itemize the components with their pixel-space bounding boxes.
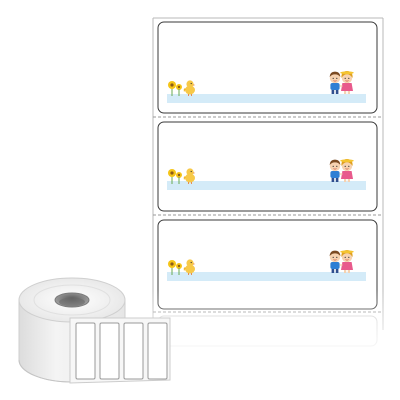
strip-fade: [148, 290, 390, 360]
label-card: [157, 121, 378, 212]
label-strip: [148, 17, 390, 360]
blue-stripe: [167, 272, 366, 281]
roll-label: [75, 322, 96, 380]
blue-stripe: [167, 181, 366, 190]
roll-label: [99, 322, 120, 380]
label-roll: [18, 277, 171, 384]
roll-label: [123, 322, 144, 380]
label-card: [157, 21, 378, 114]
blue-stripe: [167, 94, 366, 103]
roll-label: [147, 322, 168, 380]
